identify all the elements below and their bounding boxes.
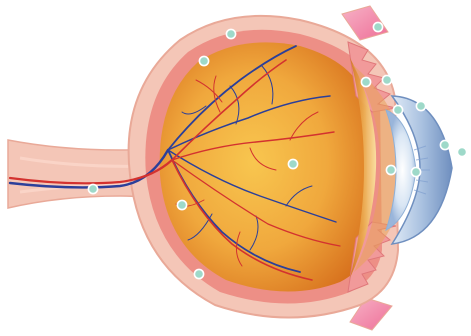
marker-vitreous-body[interactable] [288,159,297,168]
marker-retina[interactable] [194,269,203,278]
marker-choroid[interactable] [199,56,208,65]
marker-superior-muscle[interactable] [373,22,382,31]
marker-optic-nerve[interactable] [88,184,97,193]
marker-suspensory-ligament[interactable] [393,105,402,114]
marker-iris[interactable] [416,101,425,110]
marker-zonule[interactable] [382,75,391,84]
marker-optic-disc[interactable] [177,200,186,209]
marker-lens[interactable] [411,167,420,176]
marker-anterior-chamber[interactable] [457,147,466,156]
marker-cornea[interactable] [440,140,449,149]
marker-ciliary-body[interactable] [361,77,370,86]
marker-sclera[interactable] [226,29,235,38]
marker-pupil[interactable] [386,165,395,174]
